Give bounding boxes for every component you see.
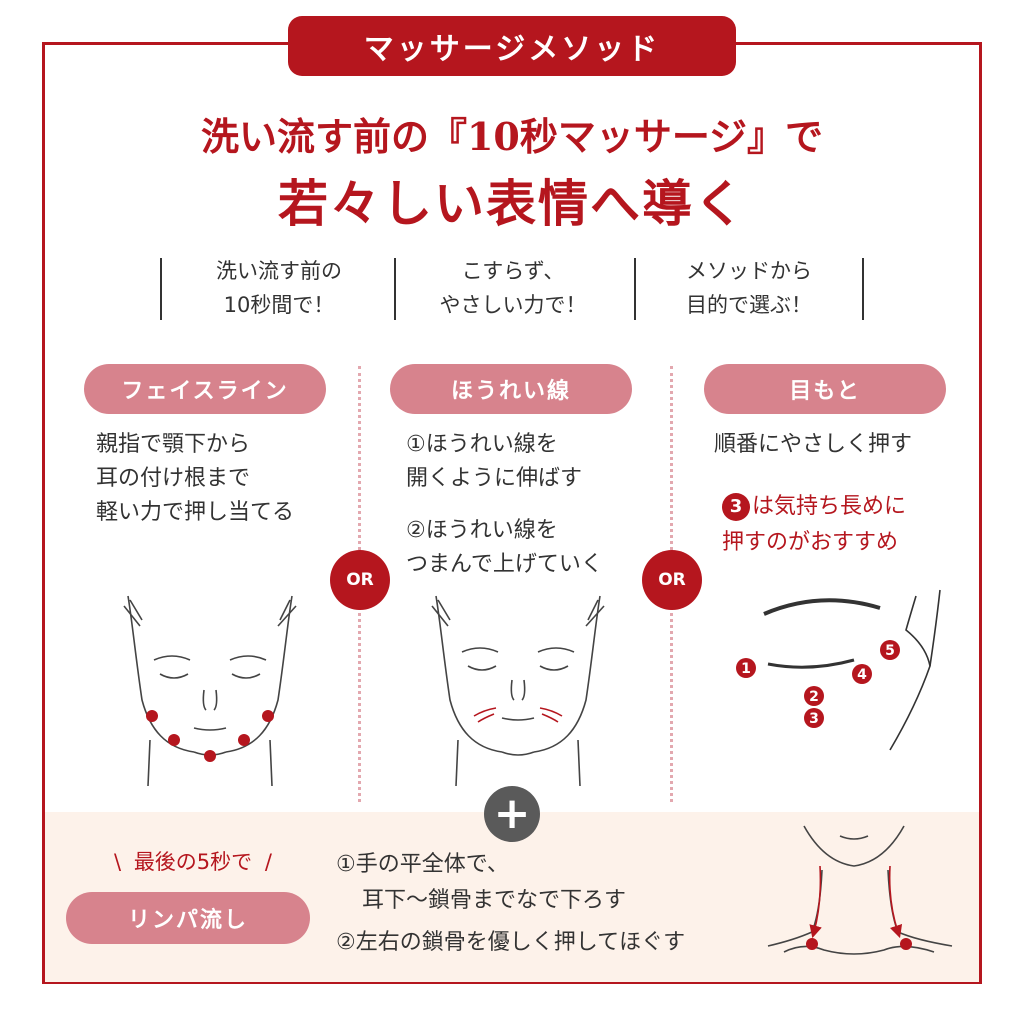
face-line-instructions: 親指で顎下から 耳の付け根まで 軽い力で押し当てる bbox=[96, 428, 294, 530]
point-3: 3 bbox=[804, 708, 824, 728]
point-4: 4 bbox=[852, 664, 872, 684]
point-5: 5 bbox=[880, 640, 900, 660]
lymph-lead: \ 最後の5秒で / bbox=[86, 846, 300, 876]
nasolabial-step2: ②ほうれい線を つまんで上げていく bbox=[406, 514, 603, 582]
instruction-line: つまんで上げていく bbox=[406, 552, 603, 577]
lead-slash-left: \ bbox=[114, 850, 122, 874]
note-line2: 押すのがおすすめ bbox=[722, 530, 899, 555]
feature-purpose: メソッドから 目的で選ぶ！ bbox=[636, 254, 862, 322]
pressure-points bbox=[146, 710, 274, 762]
eye-points: 1 2 3 4 5 bbox=[736, 640, 900, 728]
feature-text: 目的で選ぶ！ bbox=[686, 293, 812, 317]
point-3-badge: 3 bbox=[722, 493, 750, 521]
lead-text: 最後の5秒で bbox=[133, 850, 253, 874]
pill-face-line: フェイスライン bbox=[84, 364, 326, 414]
instruction-line: ①ほうれい線を bbox=[406, 432, 558, 457]
point-1: 1 bbox=[736, 658, 756, 678]
or-badge: OR bbox=[642, 550, 702, 610]
feature-divider bbox=[394, 258, 396, 320]
instruction-line: 耳の付け根まで bbox=[96, 466, 251, 491]
lead-slash-right: / bbox=[264, 850, 272, 874]
headline-line1: 洗い流す前の『10秒マッサージ』で bbox=[200, 114, 824, 159]
pressure-point bbox=[262, 710, 274, 722]
feature-text: こすらず、 bbox=[461, 259, 565, 283]
lymph-step1-cont: 耳下〜鎖骨までなで下ろす bbox=[362, 888, 627, 913]
svg-text:1: 1 bbox=[741, 661, 751, 677]
nasolabial-illustration bbox=[431, 595, 605, 787]
plus-icon: + bbox=[484, 786, 540, 842]
pressure-point bbox=[238, 734, 250, 746]
lymph-arrows bbox=[809, 865, 903, 939]
face-line-illustration bbox=[123, 595, 297, 787]
lymph-step1: ①手の平全体で、 bbox=[336, 852, 509, 877]
pressure-point bbox=[204, 750, 216, 762]
feature-divider bbox=[634, 258, 636, 320]
svg-text:5: 5 bbox=[885, 643, 895, 659]
pill-eye-area: 目もと bbox=[704, 364, 946, 414]
feature-text: 10秒間で！ bbox=[223, 293, 335, 317]
eye-area-illustration: 1 2 3 4 5 bbox=[736, 589, 941, 751]
feature-divider bbox=[160, 258, 162, 320]
eye-area-instruction: 順番にやさしく押す bbox=[714, 432, 913, 457]
clavicle-point bbox=[806, 938, 818, 950]
title-tab: マッサージメソッド bbox=[288, 16, 736, 76]
feature-text: やさしい力で！ bbox=[439, 293, 587, 317]
feature-text: メソッドから bbox=[686, 259, 812, 283]
neck-illustration bbox=[767, 825, 953, 955]
note-text: は気持ち長めに bbox=[752, 494, 907, 519]
lymph-step2: ②左右の鎖骨を優しく押してほぐす bbox=[336, 930, 686, 955]
headline-line2: 若々しい表情へ導く bbox=[278, 174, 746, 233]
feature-gentle: こすらず、 やさしい力で！ bbox=[400, 254, 626, 322]
svg-text:3: 3 bbox=[809, 711, 819, 727]
nasolabial-step1: ①ほうれい線を 開くように伸ばす bbox=[406, 428, 582, 496]
pill-lymph: リンパ流し bbox=[66, 892, 310, 944]
instruction-line: 親指で顎下から bbox=[96, 432, 251, 457]
clavicle-point bbox=[900, 938, 912, 950]
pressure-point bbox=[168, 734, 180, 746]
svg-text:4: 4 bbox=[857, 667, 867, 683]
instruction-line: 開くように伸ばす bbox=[406, 466, 583, 491]
pressure-point bbox=[146, 710, 158, 722]
svg-text:2: 2 bbox=[809, 689, 819, 705]
point-2: 2 bbox=[804, 686, 824, 706]
instruction-line: ②ほうれい線を bbox=[406, 518, 558, 543]
feature-10sec: 洗い流す前の 10秒間で！ bbox=[166, 254, 392, 322]
feature-text: 洗い流す前の bbox=[216, 259, 342, 283]
instruction-line: 軽い力で押し当てる bbox=[96, 500, 295, 525]
pill-nasolabial: ほうれい線 bbox=[390, 364, 632, 414]
or-badge: OR bbox=[330, 550, 390, 610]
feature-divider bbox=[862, 258, 864, 320]
nasolabial-lines bbox=[473, 707, 563, 723]
clavicle-points bbox=[806, 938, 912, 950]
